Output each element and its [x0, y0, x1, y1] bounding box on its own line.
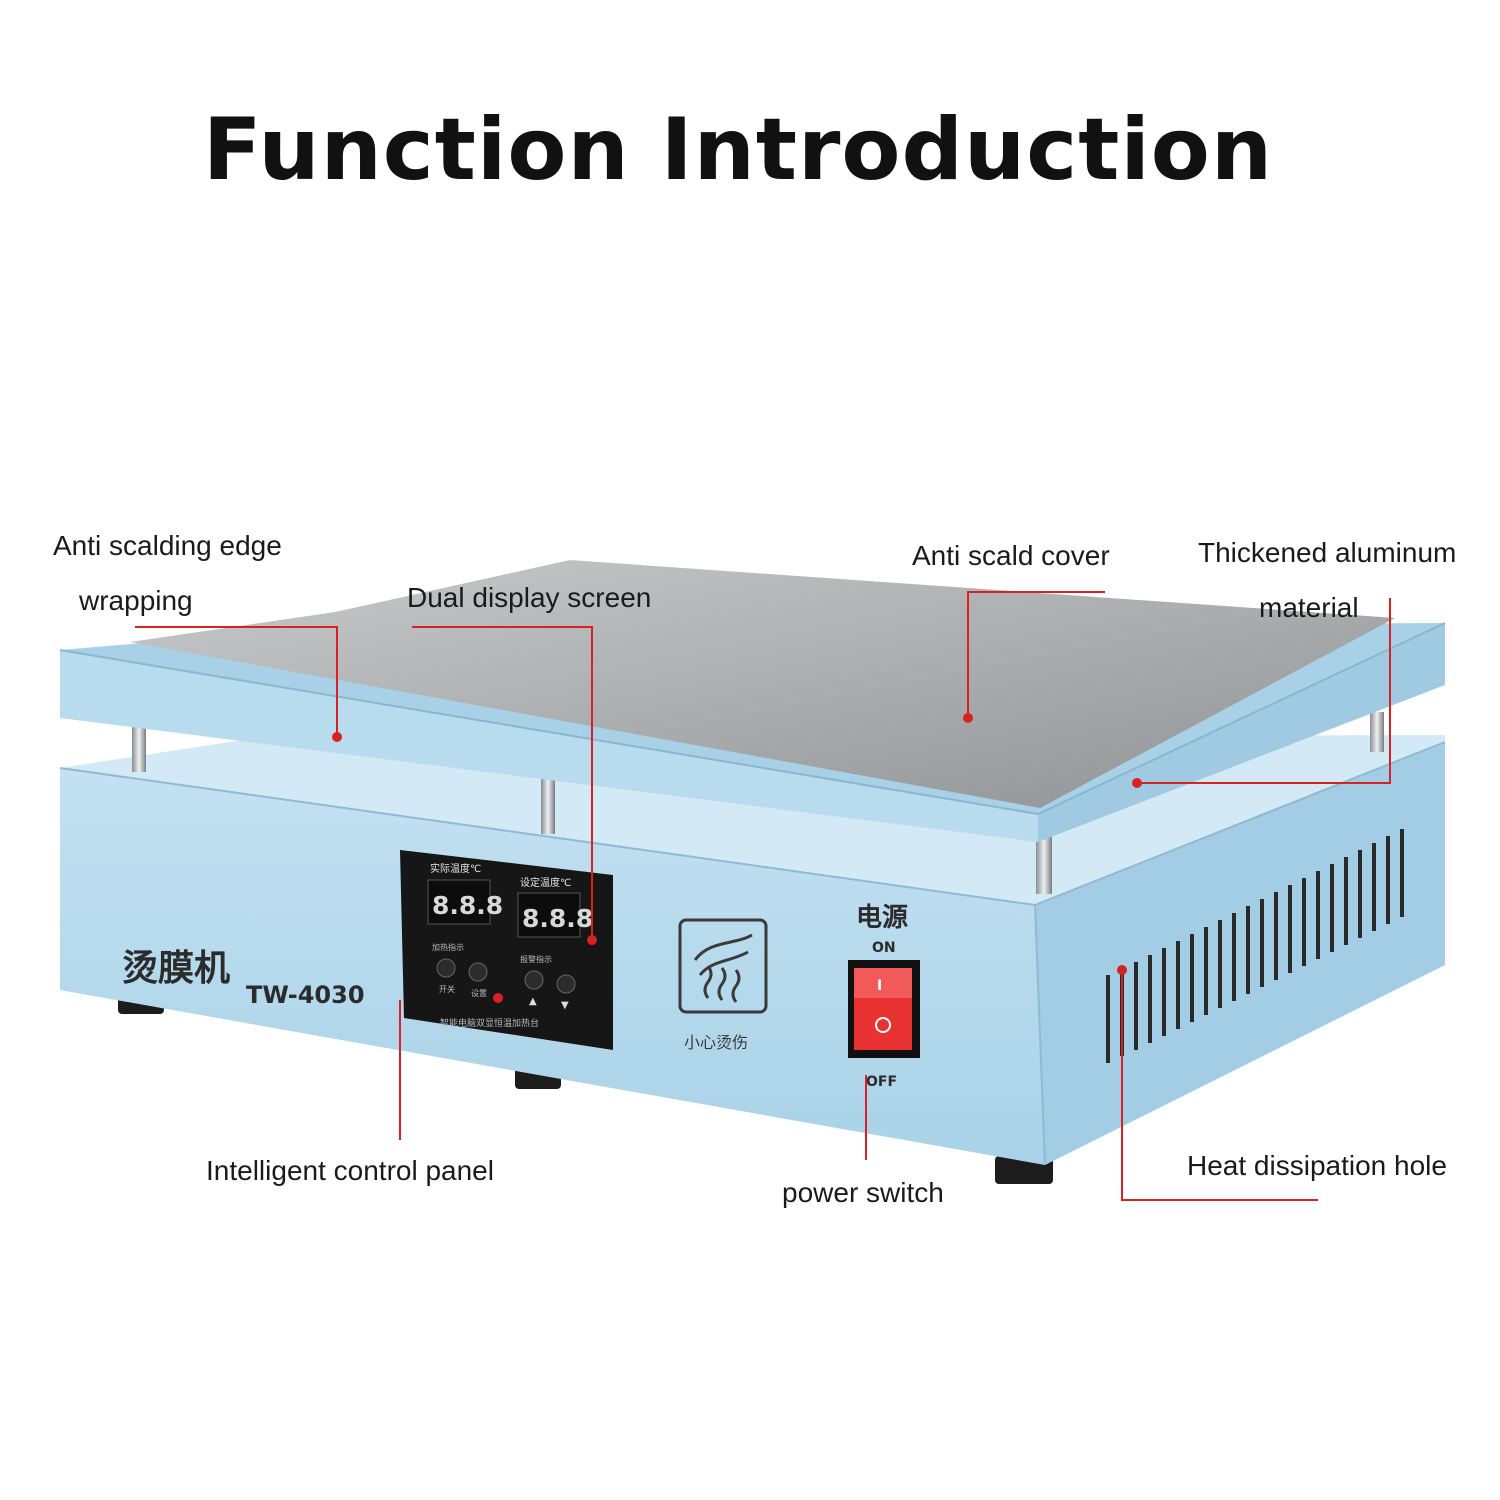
leader-heat-hole	[1121, 970, 1318, 1201]
set-key-button[interactable]	[468, 962, 488, 982]
callout-power-switch: power switch	[782, 1177, 944, 1208]
display-right-header: 设定温度℃	[520, 876, 571, 889]
callout-intelligent-control-panel: Intelligent control panel	[206, 1155, 494, 1186]
control-panel: 实际温度℃ 设定温度℃ 8.8.8 8.8.8 加热指示 报警指示 开关 设置 …	[400, 850, 613, 1050]
down-key-button[interactable]	[556, 974, 576, 994]
callout-dots	[332, 713, 1142, 1003]
rod-back-right	[1370, 712, 1384, 752]
base-side	[1035, 742, 1445, 1165]
power-key-button[interactable]	[436, 958, 456, 978]
down-arrow-icon: ▼	[561, 1000, 569, 1011]
callout-anti-scalding-edge-line2: wrapping	[79, 585, 193, 616]
display-set-temp: 8.8.8	[522, 904, 593, 933]
heat-waves-icon	[703, 965, 741, 1003]
rod-front-left	[132, 726, 146, 772]
switch-off-mark	[875, 1017, 891, 1033]
model-name-cn: 烫膜机	[122, 948, 230, 989]
callout-heat-dissipation-hole: Heat dissipation hole	[1187, 1150, 1447, 1181]
callout-aluminum-line2: material	[1259, 592, 1359, 623]
set-key-label: 设置	[471, 988, 487, 998]
aluminum-plate	[130, 560, 1395, 808]
leader-anti-scald-cover	[967, 591, 1105, 718]
warning-text: 小心烫伤	[684, 1033, 748, 1052]
up-key-button[interactable]	[524, 970, 544, 990]
burn-warning-sticker: 小心烫伤	[678, 918, 768, 1052]
callout-anti-scalding-edge-line1: Anti scalding edge	[53, 530, 282, 561]
power-key-label: 开关	[439, 984, 455, 994]
power-switch-group: 电源 ON I OFF	[848, 903, 920, 1090]
callout-dual-display-screen: Dual display screen	[407, 582, 652, 613]
heating-indicator-label: 加热指示	[432, 942, 464, 952]
model-number: TW-4030	[246, 981, 365, 1009]
callout-lines	[135, 591, 1391, 1201]
callout-anti-scald-cover: Anti scald cover	[912, 540, 1110, 571]
leader-aluminum	[1137, 598, 1391, 784]
plate-front-edge	[60, 650, 1038, 842]
leader-edge-wrapping	[135, 626, 338, 735]
leader-dual-display	[412, 626, 593, 940]
power-label-cn: 电源	[856, 903, 908, 933]
panel-footer-text: 智能电脑双显恒温加热台	[440, 1017, 539, 1029]
display-actual-temp: 8.8.8	[432, 891, 503, 920]
power-off-label: OFF	[866, 1074, 897, 1090]
alarm-indicator-label: 报警指示	[520, 954, 552, 964]
power-on-label: ON	[872, 940, 896, 956]
page-title: Function Introduction	[202, 100, 1274, 200]
rod-front-right	[1036, 832, 1052, 894]
up-arrow-icon: ▲	[529, 996, 537, 1007]
plate-side-edge	[1038, 623, 1445, 842]
callout-aluminum-line1: Thickened aluminum	[1198, 537, 1457, 568]
hand-icon	[693, 933, 753, 977]
display-left-header: 实际温度℃	[430, 862, 481, 875]
switch-on-mark: I	[877, 978, 882, 994]
